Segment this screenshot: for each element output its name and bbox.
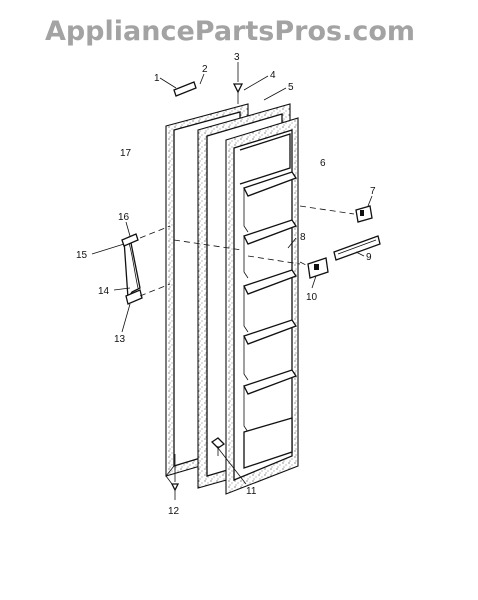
callout-14: 14 [98,286,110,297]
hinge-pin-part-1 [173,81,197,97]
screw-part-11 [210,437,226,456]
callout-16: 16 [118,212,130,223]
inner-door-liner [225,117,299,495]
door-shelf [243,319,297,381]
door-shelf [243,269,297,333]
shelf-bar-part-9 [333,235,381,261]
callout-15: 15 [76,250,88,261]
screw-part-3 [232,83,244,104]
callout-4: 4 [270,70,276,81]
callout-17: 17 [120,148,132,159]
callout-11: 11 [246,486,257,497]
callout-7: 7 [370,186,376,197]
callout-5: 5 [288,82,294,93]
door-shelf [243,369,297,433]
bracket-part-10 [307,257,329,279]
callout-3: 3 [234,52,240,63]
callout-2: 2 [202,64,208,75]
callouts: 1 2 3 4 5 6 7 8 9 10 11 12 13 14 15 16 1… [76,52,376,517]
door-shelf [243,171,297,233]
door-shelf [243,219,297,279]
screw-part-12 [170,483,180,500]
door-handle [121,233,143,305]
callout-8: 8 [300,232,306,243]
bracket-part-7 [355,205,373,223]
callout-6: 6 [320,158,326,169]
callout-9: 9 [366,252,372,263]
callout-10: 10 [306,292,318,303]
callout-13: 13 [114,334,126,345]
watermark-text: AppliancePartsPros.com [45,16,415,47]
callout-1: 1 [154,73,160,84]
callout-12: 12 [168,506,180,517]
